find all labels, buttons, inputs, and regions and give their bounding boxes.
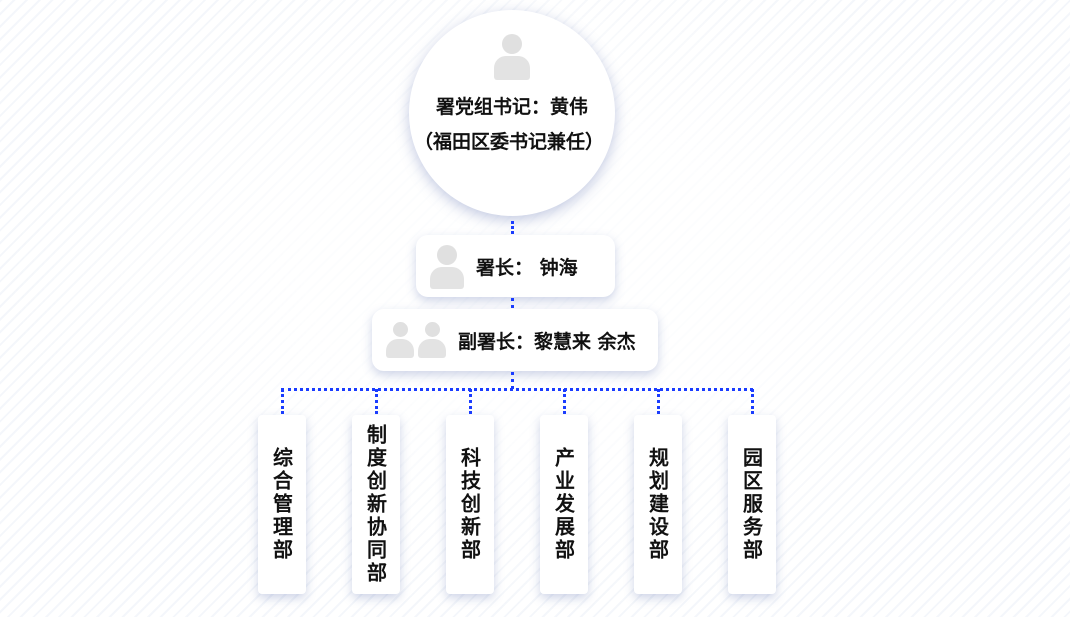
connector-line bbox=[563, 389, 566, 414]
deputy-node: 副署长：黎慧来 余杰 bbox=[372, 309, 658, 371]
secretary-node: 署党组书记：黄伟 （福田区委书记兼任） bbox=[409, 10, 615, 216]
department-node: 科技创新部 bbox=[446, 415, 494, 594]
connector-line bbox=[375, 389, 378, 414]
department-label: 产业发展部 bbox=[551, 447, 576, 562]
department-node: 制度创新协同部 bbox=[352, 415, 400, 594]
person-icon bbox=[430, 245, 464, 289]
department-node: 综合管理部 bbox=[258, 415, 306, 594]
connector-line bbox=[469, 389, 472, 414]
connector-line bbox=[511, 298, 514, 308]
department-label: 规划建设部 bbox=[645, 447, 670, 562]
deputy-label: 副署长：黎慧来 余杰 bbox=[458, 330, 636, 353]
connector-line bbox=[281, 389, 284, 414]
department-label: 科技创新部 bbox=[457, 447, 482, 562]
director-node: 署长： 钟海 bbox=[416, 235, 615, 297]
person-icon bbox=[418, 322, 446, 358]
department-node: 规划建设部 bbox=[634, 415, 682, 594]
secretary-note: （福田区委书记兼任） bbox=[413, 131, 604, 153]
connector-line bbox=[511, 221, 514, 234]
department-node: 园区服务部 bbox=[728, 415, 776, 594]
connector-line bbox=[751, 389, 754, 414]
director-label: 署长： 钟海 bbox=[476, 256, 578, 279]
connector-line bbox=[657, 389, 660, 414]
connector-line bbox=[511, 372, 514, 389]
secretary-title: 署党组书记：黄伟 bbox=[435, 96, 588, 118]
department-node: 产业发展部 bbox=[540, 415, 588, 594]
person-icon bbox=[386, 322, 414, 358]
person-icon bbox=[494, 34, 530, 80]
department-label: 园区服务部 bbox=[739, 447, 764, 562]
department-label: 综合管理部 bbox=[269, 447, 294, 562]
connector-line bbox=[281, 388, 753, 391]
department-label: 制度创新协同部 bbox=[363, 424, 388, 585]
